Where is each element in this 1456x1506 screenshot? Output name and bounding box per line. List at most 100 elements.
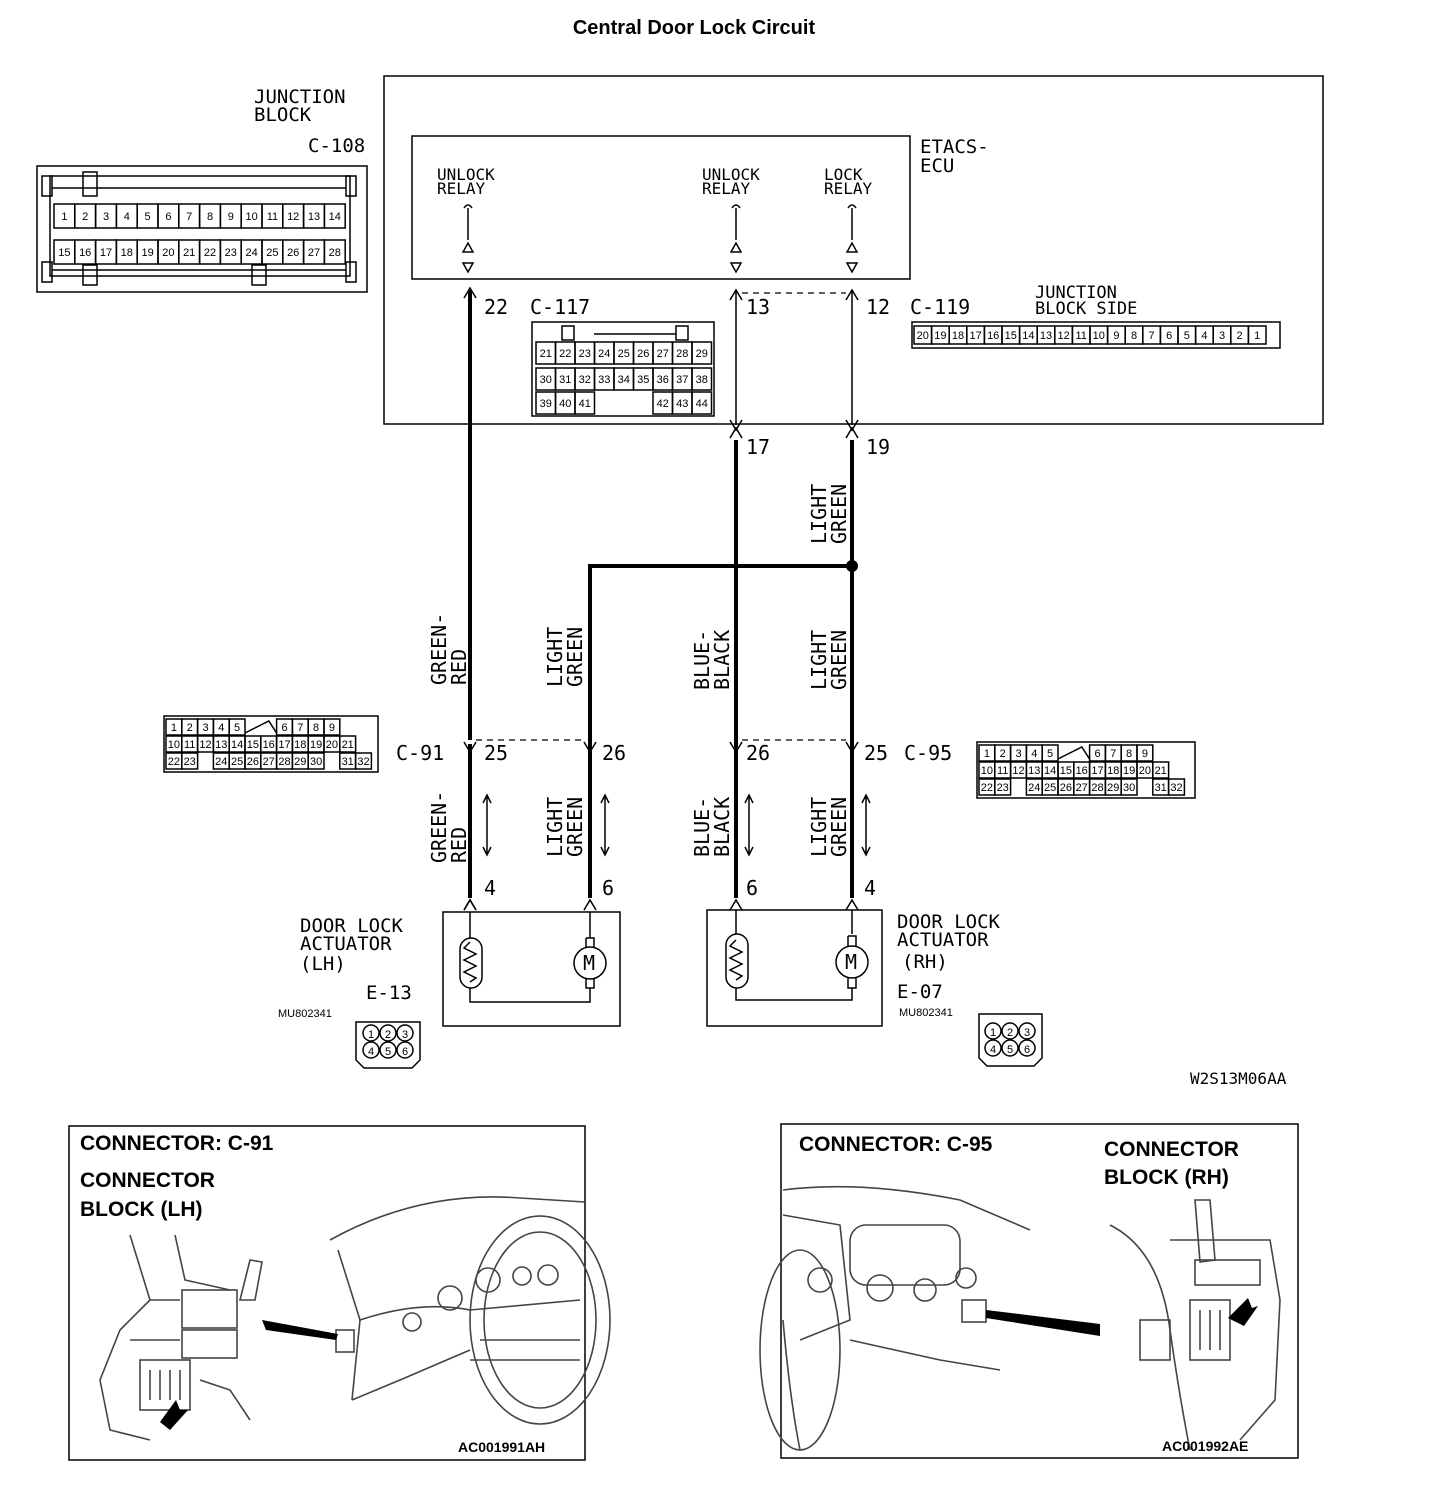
current-direction-arrows <box>482 793 871 857</box>
c108-pin-label: 5 <box>145 211 151 223</box>
wire-label-light-green-left-upper: LIGHT GREEN <box>543 627 587 687</box>
connector-pin-cavity <box>362 1024 380 1042</box>
c119-pin-label: 19 <box>934 330 946 342</box>
connector-pin-cavity <box>362 1041 380 1059</box>
c108-pin-label: 1 <box>61 211 67 223</box>
svg-text:(RH): (RH) <box>902 951 948 973</box>
connector-pin-number: 5 <box>385 1046 391 1058</box>
connector-pin-number: 1 <box>990 1027 996 1039</box>
c91-pin-label: 2 <box>187 722 193 734</box>
relay2-contact-symbol <box>729 204 743 274</box>
c117-pin-label: 44 <box>696 398 708 410</box>
e07-label: E-07 <box>897 981 943 1003</box>
c108-pin-label: 14 <box>329 211 341 223</box>
c117-pin-label: 24 <box>598 348 610 360</box>
c91-label: C-91 <box>396 741 444 765</box>
c95-label: C-95 <box>904 741 952 765</box>
c91-pin-label: 10 <box>168 739 180 751</box>
c91-pin-label: 3 <box>202 722 208 734</box>
rh-motor-icon <box>835 945 869 979</box>
c91-pin-label: 21 <box>342 739 354 751</box>
c91-pin-label: 23 <box>184 756 196 768</box>
svg-text:GREEN-: GREEN- <box>427 613 451 685</box>
c91-pin-label: 28 <box>278 756 290 768</box>
c108-pin-label: 6 <box>165 211 171 223</box>
connector-pin-cavity <box>1001 1039 1019 1057</box>
c95-pin-label: 8 <box>1126 748 1132 760</box>
c91-pin-label: 5 <box>234 722 240 734</box>
c119-pin-label: 16 <box>987 330 999 342</box>
c117-pin-label: 22 <box>559 348 571 360</box>
svg-text:GREEN: GREEN <box>827 630 851 690</box>
svg-text:RED: RED <box>447 649 471 685</box>
c91-box-heading: CONNECTOR: C-91 <box>80 1132 274 1155</box>
c95-pin-label: 11 <box>997 765 1008 777</box>
c119-pin-label: 7 <box>1149 330 1155 342</box>
c91-c95-pin-arrows <box>463 741 859 911</box>
c95-pin-label: 17 <box>1091 765 1103 777</box>
svg-text:LIGHT: LIGHT <box>807 797 831 857</box>
pin-19-label: 19 <box>866 435 890 459</box>
c108-pin-label: 22 <box>204 247 216 259</box>
relay1-contact-symbol <box>461 204 475 274</box>
e13-part-number: MU802341 <box>278 1008 332 1020</box>
c108-pin-label: 28 <box>329 247 341 259</box>
c117-pin-label: 26 <box>637 348 649 360</box>
c108-pin-label: 21 <box>183 247 195 259</box>
c95-box-code: AC001992AE <box>1162 1438 1248 1454</box>
c119-pin-label: 2 <box>1237 330 1243 342</box>
c95-pin-label: 16 <box>1076 765 1088 777</box>
connector-c95-location-box: CONNECTOR: C-95 CONNECTOR BLOCK (RH) <box>759 1123 1299 1459</box>
c91-cell <box>307 752 325 770</box>
e13-label: E-13 <box>366 982 412 1004</box>
c117-pin-label: 33 <box>598 374 610 386</box>
e07-pin-4: 4 <box>864 876 876 900</box>
svg-text:GREEN: GREEN <box>827 797 851 857</box>
e13-pin-4: 4 <box>484 876 496 900</box>
c117-pin-label: 34 <box>618 374 630 386</box>
c91-cell <box>354 752 373 770</box>
pin-13-label: 13 <box>746 295 770 319</box>
connector-pin-number: 1 <box>368 1029 374 1041</box>
c119-pin-label: 11 <box>1075 330 1086 342</box>
c91-pin-label: 12 <box>199 739 211 751</box>
junction-block-label-1: JUNCTION <box>254 86 346 108</box>
junction-block-label-2: BLOCK <box>254 104 312 126</box>
c117-pin-label: 21 <box>540 348 552 360</box>
c95-pin-label: 30 <box>1123 782 1135 794</box>
c119-pin-label: 17 <box>969 330 981 342</box>
c95-pin-label: 21 <box>1155 765 1167 777</box>
svg-text:ACTUATOR: ACTUATOR <box>300 933 392 955</box>
connector-key-mark <box>244 720 278 734</box>
connector-pin-number: 3 <box>1024 1027 1030 1039</box>
ecu-label-1: ETACS- <box>920 136 989 158</box>
connector-pin-number: 4 <box>368 1046 374 1058</box>
c95-pin-label: 32 <box>1170 782 1182 794</box>
c117-pin-label: 40 <box>559 398 571 410</box>
c91-cell <box>181 752 199 770</box>
svg-text:BLUE-: BLUE- <box>690 797 714 857</box>
connector-pin-number: 5 <box>1007 1044 1013 1056</box>
junction-block-outer-box <box>383 75 1324 425</box>
c91-pin-25: 25 <box>484 741 508 765</box>
wire-light-green-branch <box>588 564 852 898</box>
c91-pin-label: 14 <box>231 739 243 751</box>
c108-cell <box>323 203 346 229</box>
c95-pin-label: 3 <box>1015 748 1021 760</box>
c108-pin-label: 10 <box>245 211 257 223</box>
connector-pin-cavity <box>379 1024 397 1042</box>
connector-block-closeup-lh <box>99 1234 263 1441</box>
c108-pin-label: 7 <box>186 211 192 223</box>
svg-text:BLACK: BLACK <box>710 797 734 857</box>
lh-solenoid-coil <box>459 937 483 989</box>
wire-label-light-green-right-lower: LIGHT GREEN <box>807 797 851 857</box>
c108-pin-label: 12 <box>287 211 299 223</box>
c108-pin-label: 15 <box>58 247 70 259</box>
c108-pin-label: 3 <box>103 211 109 223</box>
c117-pin-label: 39 <box>540 398 552 410</box>
c95-cell <box>994 778 1012 796</box>
c108-pin-label: 13 <box>308 211 320 223</box>
